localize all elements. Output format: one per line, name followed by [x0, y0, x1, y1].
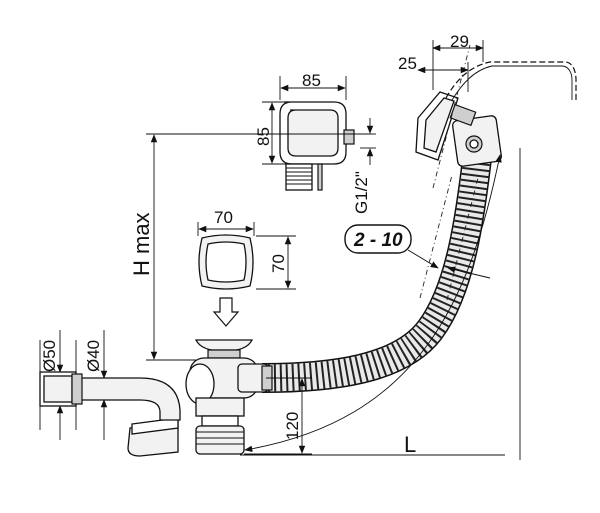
outlet-d40-label: Ø40	[84, 340, 103, 372]
cap-height-label: 70	[269, 254, 288, 273]
h-max-label: H max	[129, 212, 154, 276]
overflow-housing	[415, 91, 502, 167]
waste-body: Ø50 Ø40	[39, 330, 273, 457]
wall-range-label: 2 - 10	[353, 230, 403, 251]
cap-width-label: 70	[214, 208, 233, 227]
overflow-rosette-detail: 85 85 G1/2"	[254, 71, 376, 214]
length-label: L	[404, 432, 416, 457]
h-max-dimension: H max	[129, 133, 372, 361]
overflow-height-label: 85	[254, 127, 273, 146]
waste-cap-detail: 70 70	[197, 208, 296, 327]
length-dimension: L	[240, 148, 521, 460]
dim-29-label: 29	[450, 32, 469, 51]
outlet-d50-label: Ø50	[40, 340, 59, 372]
thread-label: G1/2"	[352, 171, 371, 214]
cable-dimension: 29 25	[398, 32, 484, 92]
dim-25-label: 25	[398, 54, 417, 73]
trap-height-dimension: 120	[244, 377, 312, 455]
overflow-width-label: 85	[302, 71, 321, 90]
trap-height-label: 120	[283, 412, 302, 440]
bowden-cable	[445, 61, 577, 101]
